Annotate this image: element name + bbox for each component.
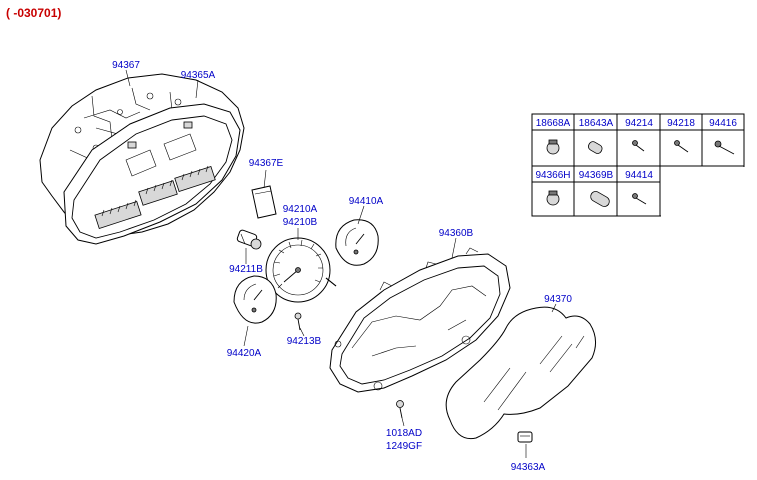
table-cell-94414: 94414 <box>625 170 653 181</box>
table-cell-94366H: 94366H <box>535 170 570 181</box>
connector-block-3 <box>174 165 216 193</box>
label-94410A: 94410A <box>349 196 384 207</box>
speedometer-94210 <box>265 237 337 303</box>
table-cell-18668A: 18668A <box>536 118 571 129</box>
leader-lines <box>125 69 557 458</box>
table-cell-18643A: 18643A <box>579 118 614 129</box>
label-94365A: 94365A <box>181 70 216 81</box>
label-94210A: 94210A <box>283 204 318 215</box>
table-cell-94214: 94214 <box>625 118 653 129</box>
label-94211B: 94211B <box>229 264 263 275</box>
connector-block-2 <box>138 179 178 206</box>
label-94210B: 94210B <box>283 217 318 228</box>
fuel-gauge-94410A <box>335 219 379 266</box>
label-94420A: 94420A <box>227 348 262 359</box>
glass-window-94370 <box>445 306 596 440</box>
table-cell-94416: 94416 <box>709 118 737 129</box>
table-cell-94218: 94218 <box>667 118 695 129</box>
screw-icon <box>674 140 689 153</box>
screw-1018AD <box>396 400 404 419</box>
label-94363A: 94363A <box>511 462 546 473</box>
table-cell-94369B: 94369B <box>579 170 614 181</box>
bulb-icon <box>590 191 610 207</box>
screw-icon <box>632 140 645 152</box>
bulb-socket-icon <box>546 190 560 206</box>
label-94213B: 94213B <box>287 336 322 347</box>
label-1249GF: 1249GF <box>386 441 422 452</box>
bulb-socket-icon <box>546 139 560 155</box>
label-94367E: 94367E <box>249 158 284 169</box>
screw-icon <box>714 140 735 155</box>
front-case-94360B <box>329 247 511 393</box>
temp-gauge-94420A <box>233 275 277 324</box>
knob-94363A <box>517 431 533 443</box>
cluster-housing <box>39 73 245 245</box>
connector-plate-94367E <box>251 185 277 219</box>
small-parts-table: 18668A 18643A 94214 94218 94416 94366H 9… <box>531 113 745 217</box>
bulb-socket-94211B <box>236 229 262 250</box>
screw-94213B <box>294 312 302 331</box>
label-94367: 94367 <box>112 60 140 71</box>
label-94360B: 94360B <box>439 228 474 239</box>
connector-block-1 <box>94 199 142 229</box>
date-code-label: ( -030701) <box>6 6 62 20</box>
label-94370: 94370 <box>544 294 572 305</box>
screw-icon <box>632 193 647 205</box>
bulb-icon <box>588 141 603 154</box>
part-labels: 94367 94365A 94367E 94210A 94210B 94211B… <box>112 60 572 473</box>
label-1018AD: 1018AD <box>386 428 422 439</box>
